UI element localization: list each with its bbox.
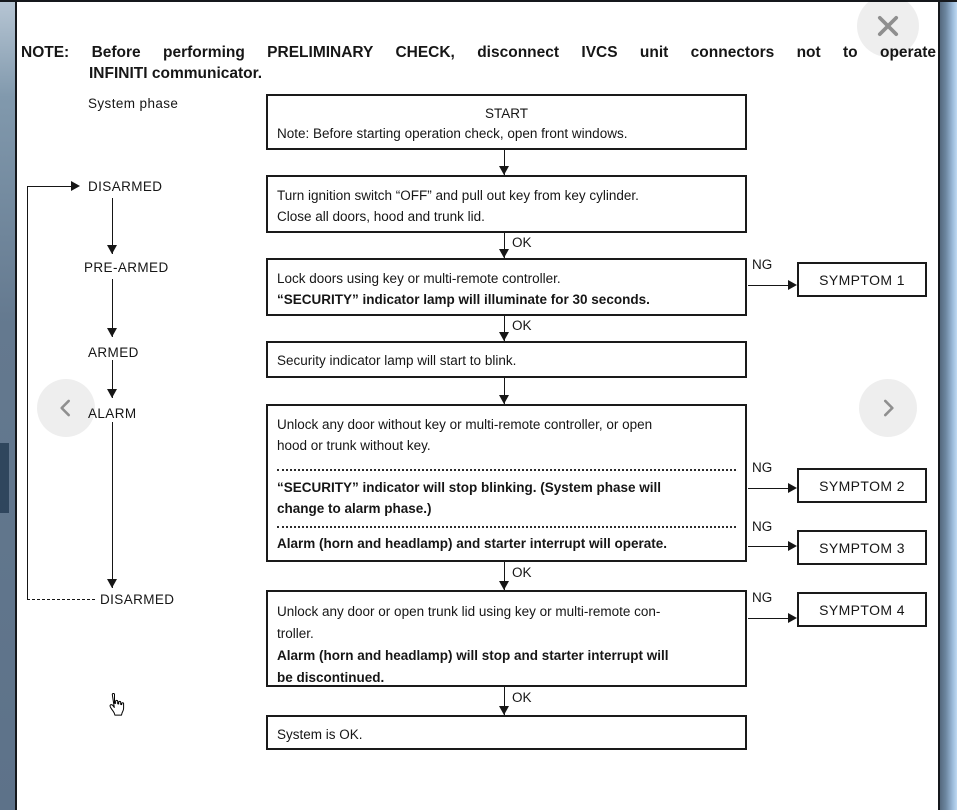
close-button[interactable] bbox=[857, 0, 919, 57]
ng-label: NG bbox=[752, 590, 773, 605]
previous-image-button[interactable] bbox=[37, 379, 95, 437]
step-line-bold: change to alarm phase.) bbox=[277, 501, 432, 516]
phase-pre-armed: PRE-ARMED bbox=[84, 260, 169, 275]
step-line-bold: Alarm (horn and headlamp) will stop and … bbox=[277, 648, 669, 663]
start-box: START Note: Before starting operation ch… bbox=[266, 94, 747, 150]
ok-label: OK bbox=[512, 318, 532, 333]
dotted-divider bbox=[277, 469, 736, 471]
flow-arrow bbox=[499, 378, 510, 404]
step-line-bold: “SECURITY” indicator will stop blinking.… bbox=[277, 480, 662, 495]
step-line-bold: be discontinued. bbox=[277, 670, 385, 685]
phase-armed: ARMED bbox=[88, 345, 139, 360]
loop-line-vertical bbox=[27, 186, 28, 600]
start-title: START bbox=[484, 106, 528, 121]
ng-arrow bbox=[748, 613, 797, 624]
background-notch bbox=[0, 443, 9, 513]
close-icon bbox=[871, 9, 905, 43]
step-line: System is OK. bbox=[277, 727, 363, 742]
step-line: Security indicator lamp will start to bl… bbox=[277, 353, 517, 368]
panel-border-top bbox=[0, 0, 957, 2]
loop-arrow-to-disarmed bbox=[27, 181, 80, 192]
step-box-indicator-blink: Security indicator lamp will start to bl… bbox=[266, 341, 747, 378]
symptom-2-box: SYMPTOM 2 bbox=[797, 468, 927, 503]
step-line: troller. bbox=[277, 626, 314, 641]
phase-arrow-2 bbox=[107, 279, 118, 337]
page-background-left bbox=[0, 0, 15, 810]
step-line: Close all doors, hood and trunk lid. bbox=[277, 209, 485, 224]
step-box-unlock-without-key: Unlock any door without key or multi-rem… bbox=[266, 404, 747, 562]
system-ok-box: System is OK. bbox=[266, 715, 747, 750]
page-background-right bbox=[940, 0, 957, 810]
step-line-bold: “SECURITY” indicator lamp will illuminat… bbox=[277, 292, 650, 307]
loop-line-dashed bbox=[27, 599, 95, 600]
note-line-2: INFINITI communicator. bbox=[89, 65, 263, 82]
system-phase-header: System phase bbox=[88, 96, 179, 111]
step-line: Lock doors using key or multi-remote con… bbox=[277, 271, 561, 286]
note-heading: NOTE: Before performing PRELIMINARY CHEC… bbox=[21, 42, 936, 84]
symptom-4-box: SYMPTOM 4 bbox=[797, 592, 927, 627]
step-box-ignition-off: Turn ignition switch “OFF” and pull out … bbox=[266, 175, 747, 233]
hand-cursor bbox=[103, 692, 128, 724]
symptom-1-box: SYMPTOM 1 bbox=[797, 262, 927, 297]
ng-arrow bbox=[748, 280, 797, 291]
step-line: Unlock any door without key or multi-rem… bbox=[277, 417, 653, 432]
note-line-1: NOTE: Before performing PRELIMINARY CHEC… bbox=[21, 44, 936, 61]
flow-arrow bbox=[499, 150, 510, 175]
dotted-divider bbox=[277, 526, 736, 528]
phase-arrow-1 bbox=[107, 198, 118, 254]
ng-label: NG bbox=[752, 519, 773, 534]
phase-arrow-4 bbox=[107, 422, 118, 588]
step-line: Unlock any door or open trunk lid using … bbox=[277, 604, 661, 619]
flow-arrow bbox=[499, 316, 510, 341]
step-box-lock-doors: Lock doors using key or multi-remote con… bbox=[266, 258, 747, 316]
flow-arrow bbox=[499, 687, 510, 715]
ng-arrow bbox=[748, 541, 797, 552]
step-line: hood or trunk without key. bbox=[277, 438, 431, 453]
phase-disarmed-bottom: DISARMED bbox=[100, 592, 175, 607]
ok-label: OK bbox=[512, 565, 532, 580]
panel-border-right bbox=[938, 0, 940, 810]
ng-label: NG bbox=[752, 257, 773, 272]
chevron-right-icon bbox=[875, 395, 901, 421]
step-line: Turn ignition switch “OFF” and pull out … bbox=[277, 188, 639, 203]
symptom-3-box: SYMPTOM 3 bbox=[797, 530, 927, 565]
chevron-left-icon bbox=[53, 395, 79, 421]
ng-label: NG bbox=[752, 460, 773, 475]
flow-arrow bbox=[499, 233, 510, 258]
next-image-button[interactable] bbox=[859, 379, 917, 437]
ok-label: OK bbox=[512, 690, 532, 705]
phase-disarmed-top: DISARMED bbox=[88, 179, 163, 194]
panel-border-left bbox=[15, 0, 17, 810]
phase-alarm: ALARM bbox=[88, 406, 137, 421]
phase-arrow-3 bbox=[107, 360, 118, 398]
ng-arrow bbox=[748, 483, 797, 494]
ok-label: OK bbox=[512, 235, 532, 250]
step-box-unlock-with-key: Unlock any door or open trunk lid using … bbox=[266, 590, 747, 687]
step-line-bold: Alarm (horn and headlamp) and starter in… bbox=[277, 536, 668, 551]
flow-arrow bbox=[499, 562, 510, 590]
start-note: Note: Before starting operation check, o… bbox=[277, 126, 628, 141]
